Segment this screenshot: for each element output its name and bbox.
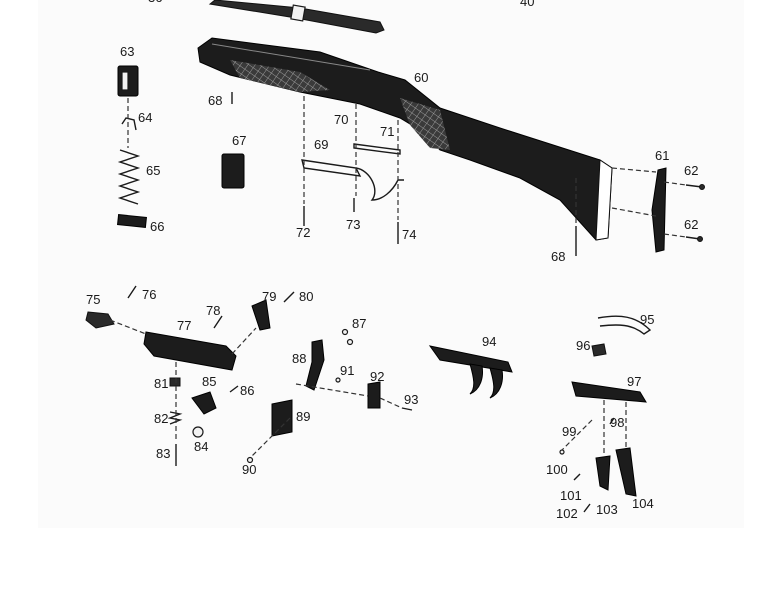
part-label: 94 [482, 334, 496, 349]
part-label: 68 [208, 93, 222, 108]
part-label: 77 [177, 318, 191, 333]
part-label: 66 [150, 219, 164, 234]
part-label: 101 [560, 488, 582, 503]
trigger-housing-parts [85, 285, 295, 466]
part-label: 89 [296, 409, 310, 424]
part-label: 80 [299, 289, 313, 304]
part-label: 36 [148, 0, 162, 5]
part-label: 75 [86, 292, 100, 307]
trigger-assembly-part [428, 345, 513, 399]
part-label: 72 [296, 225, 310, 240]
part-label: 82 [154, 411, 168, 426]
part-label: 78 [206, 303, 220, 318]
part-label: 69 [314, 137, 328, 152]
part-label: 79 [262, 289, 276, 304]
barrel-part [208, 0, 385, 34]
part-label: 83 [156, 446, 170, 461]
part-label: 92 [370, 369, 384, 384]
part-label: 84 [194, 439, 208, 454]
part-label: 64 [138, 110, 152, 125]
part-label: 100 [546, 462, 568, 477]
part-label: 96 [576, 338, 590, 353]
butt-plate-part [651, 167, 667, 253]
part-label: 70 [334, 112, 348, 127]
part-label: 87 [352, 316, 366, 331]
part-labels: 36 40 60 61 62 62 63 64 65 66 67 68 68 6… [86, 0, 698, 521]
butt-screw-parts [611, 167, 705, 242]
set-trigger-parts [559, 315, 652, 513]
part-label: 81 [154, 376, 168, 391]
part-label: 61 [655, 148, 669, 163]
magazine-box-part [221, 153, 245, 189]
part-label: 74 [402, 227, 416, 242]
part-label: 104 [632, 496, 654, 511]
part-label: 93 [404, 392, 418, 407]
part-label: 90 [242, 462, 256, 477]
trigger-guard-parts [231, 92, 577, 256]
part-label: 65 [146, 163, 160, 178]
part-label: 91 [340, 363, 354, 378]
part-label: 97 [627, 374, 641, 389]
part-label: 60 [414, 70, 428, 85]
part-label: 98 [610, 415, 624, 430]
stock-part [197, 37, 613, 241]
part-label: 71 [380, 124, 394, 139]
part-label: 99 [562, 424, 576, 439]
part-label: 102 [556, 506, 578, 521]
part-label: 85 [202, 374, 216, 389]
part-label: 76 [142, 287, 156, 302]
part-label: 63 [120, 44, 134, 59]
part-label: 67 [232, 133, 246, 148]
part-label: 40 [520, 0, 534, 9]
part-label: 88 [292, 351, 306, 366]
part-label: 62 [684, 163, 698, 178]
magazine-parts [117, 65, 147, 228]
part-label: 103 [596, 502, 618, 517]
part-label: 68 [551, 249, 565, 264]
part-label: 95 [640, 312, 654, 327]
part-label: 62 [684, 217, 698, 232]
sear-parts [246, 328, 413, 464]
part-label: 86 [240, 383, 254, 398]
part-label: 73 [346, 217, 360, 232]
